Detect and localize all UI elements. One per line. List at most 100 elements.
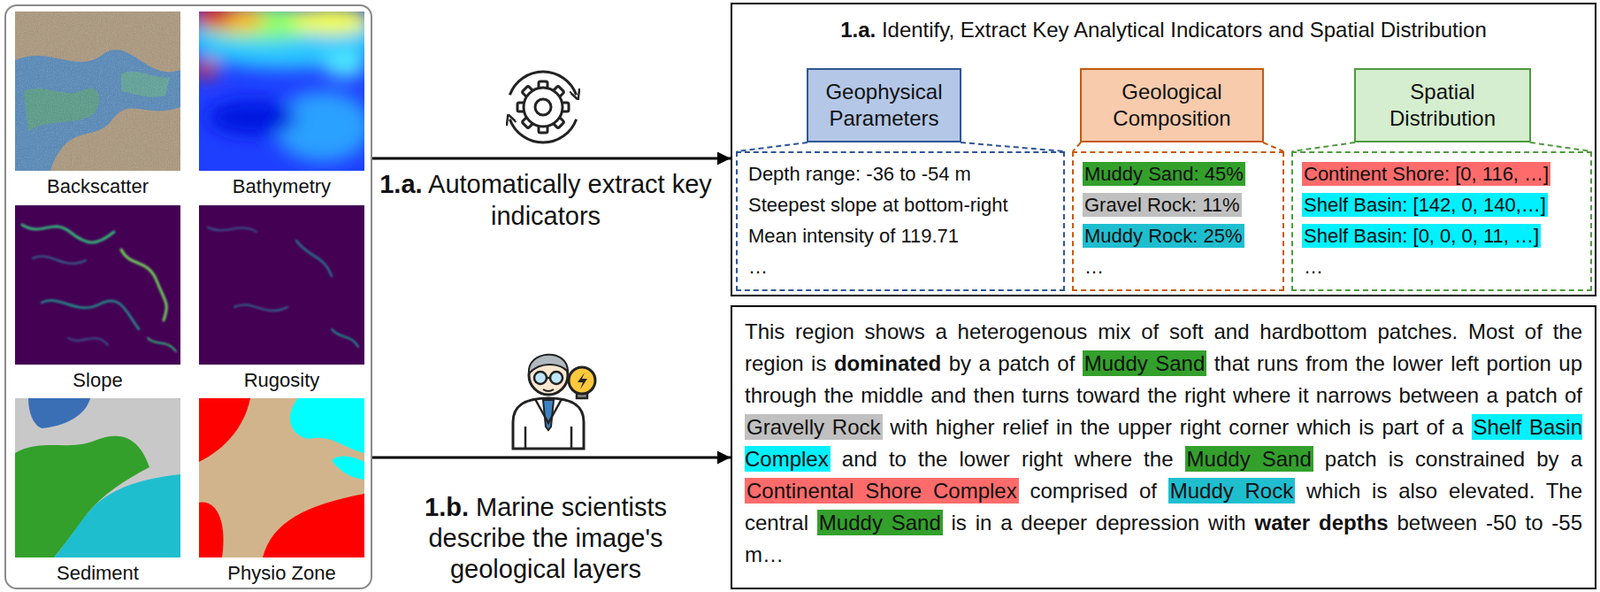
indicator-row: …	[1301, 251, 1582, 283]
indicator-row: Gravel Rock: 11%	[1082, 189, 1274, 221]
indicator-row: Mean intensity of 119.71	[746, 220, 1055, 252]
indicator-text: Continent Shore: [0, 116, …]	[1301, 161, 1551, 186]
step-label: 1.b. Marine scientists describe the imag…	[377, 491, 714, 585]
indicator-row: Muddy Sand: 45%	[1082, 158, 1274, 190]
layer-caption: Backscatter	[15, 174, 181, 200]
light-bulb	[568, 367, 596, 399]
layer-caption: Bathymetry	[199, 174, 365, 200]
indicator-text: Shelf Basin: [142, 0, 140,…]	[1301, 192, 1548, 217]
description-run: patch is constrained by a	[1324, 446, 1583, 471]
indicator-text: Muddy Rock: 25%	[1082, 223, 1245, 248]
map-ground	[15, 398, 181, 558]
indicator-text: Shelf Basin: [0, 0, 0, 11, …]	[1301, 223, 1541, 248]
coat-lapel	[535, 398, 562, 423]
map-ground	[199, 398, 365, 558]
indicator-text: …	[746, 254, 770, 279]
gear-hub	[535, 99, 552, 115]
rugosity-line	[296, 240, 332, 276]
bracket-line	[1072, 142, 1284, 152]
category-label: Geological Composition	[1088, 78, 1256, 132]
glasses	[550, 371, 563, 384]
highlighted-term: Gravelly Rock	[744, 413, 883, 440]
depth-blob	[193, 60, 219, 78]
slope-line	[121, 249, 167, 321]
zone-patch	[199, 502, 224, 558]
layer-caption: Sediment	[15, 560, 181, 586]
rugosity-line	[331, 329, 359, 347]
indicator-row: …	[746, 251, 1055, 283]
slope-line	[41, 300, 139, 330]
map-tile: Backscatter	[15, 11, 181, 201]
description-run: is in a deeper depression with	[951, 510, 1247, 535]
category-label: Geophysical Parameters	[815, 78, 953, 132]
indicator-row: Depth range: -36 to -54 m	[746, 158, 1055, 190]
layer-caption: Slope	[15, 367, 181, 393]
highlighted-term: Muddy Rock	[1168, 477, 1295, 504]
zone-patch	[262, 493, 365, 558]
glasses-bridge	[546, 376, 551, 380]
flow-arrow	[372, 456, 731, 460]
slope-line	[147, 337, 177, 352]
zone-patch	[199, 398, 251, 462]
bulb-spark	[577, 372, 588, 390]
rugosity-lines	[207, 227, 359, 347]
gear-body	[523, 87, 563, 127]
input-panel: BackscatterBathymetrySlopeRugositySedime…	[4, 4, 373, 590]
indicator-text: Gravel Rock: 11%	[1082, 192, 1242, 217]
description-run: with higher relief in the upper right co…	[889, 414, 1463, 439]
scientist-icon	[512, 354, 596, 449]
map-ground	[15, 205, 181, 365]
flow-arrow	[372, 157, 731, 161]
arm-line	[570, 426, 574, 449]
description-run: by a patch of	[949, 351, 1076, 376]
indicator-text: Steepest slope at bottom-right	[746, 192, 1011, 217]
rugosity-line	[234, 304, 288, 311]
rugosity-line	[207, 227, 257, 232]
panel-title: 1.a. Identify, Extract Key Analytical In…	[732, 16, 1595, 44]
indicator-row: Shelf Basin: [0, 0, 0, 11, …]	[1301, 220, 1582, 252]
depth-colours	[185, 3, 381, 162]
indicator-row: …	[1082, 251, 1274, 283]
gear-icon	[509, 71, 576, 143]
description-text: This region shows a heterogenous mix of …	[744, 315, 1583, 571]
zone-patch	[290, 398, 365, 453]
indicator-text: Muddy Sand: 45%	[1082, 161, 1246, 186]
highlighted-term: Muddy Sand	[817, 509, 943, 536]
indicator-list: Continent Shore: [0, 116, …] Shelf Basin:…	[1291, 151, 1593, 291]
map-tile: Bathymetry	[199, 11, 365, 201]
map-tile: Sediment	[15, 398, 181, 588]
bathymetry-map	[185, 3, 381, 171]
category-box: Geophysical Parameters	[806, 68, 962, 143]
rugosity-map	[199, 205, 365, 365]
depth-blob	[192, 3, 232, 29]
map-ground	[199, 205, 365, 365]
map-ground	[15, 11, 181, 171]
backscatter-map	[15, 11, 181, 171]
slope-map	[15, 205, 181, 365]
physio-zone-map	[199, 398, 365, 558]
sediment-map	[15, 398, 181, 558]
map-tile: Slope	[15, 205, 181, 395]
depth-blob	[207, 99, 297, 136]
depth-blob	[291, 6, 372, 35]
indicator-text: …	[1301, 254, 1325, 279]
bracket-line	[1292, 142, 1592, 152]
category-label: Spatial Distribution	[1362, 78, 1523, 132]
speckle-texture	[15, 11, 181, 171]
depth-blob	[322, 51, 368, 78]
glasses	[534, 371, 547, 384]
lab-coat	[512, 398, 584, 449]
description-box: This region shows a heterogenous mix of …	[730, 305, 1597, 590]
highlighted-term: Muddy Sand	[1082, 350, 1208, 376]
bulb-glass	[568, 367, 596, 394]
highlighted-term: Muddy Sand	[1185, 445, 1314, 472]
category-box: Geological Composition	[1079, 68, 1264, 143]
hair	[528, 354, 568, 374]
indicator-text: …	[1082, 254, 1106, 279]
indicator-row: Muddy Rock: 25%	[1082, 220, 1274, 252]
indicator-list: Depth range: -36 to -54 mSteepest slope …	[735, 151, 1065, 291]
description-run: and to the lower right where the	[842, 446, 1174, 471]
indicator-row: Steepest slope at bottom-right	[746, 189, 1055, 221]
slope-line	[22, 224, 115, 243]
